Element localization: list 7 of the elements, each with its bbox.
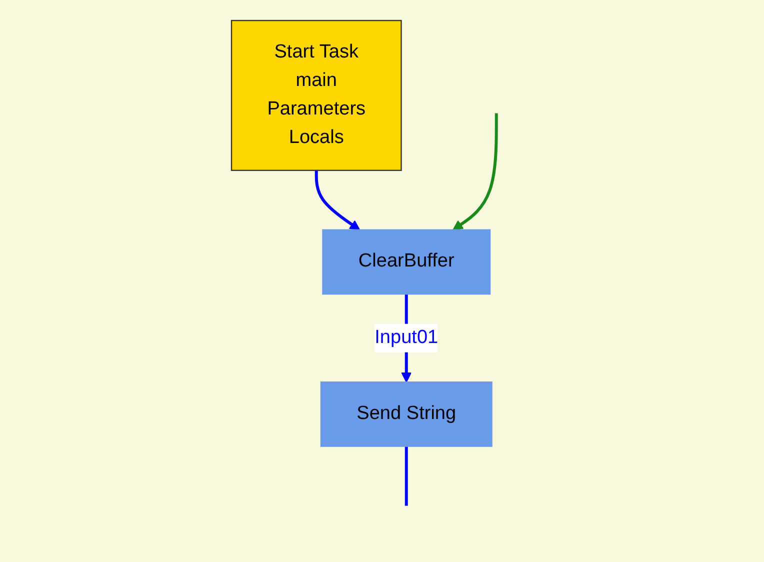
node-box: Start Task main Parameters Locals bbox=[231, 20, 402, 171]
connector bbox=[405, 446, 408, 506]
arrow bbox=[452, 113, 498, 230]
node-box: Send String bbox=[320, 381, 493, 447]
edge-label: Input01 bbox=[374, 327, 438, 348]
node-box: ClearBuffer bbox=[322, 229, 491, 295]
arrow bbox=[315, 170, 360, 230]
